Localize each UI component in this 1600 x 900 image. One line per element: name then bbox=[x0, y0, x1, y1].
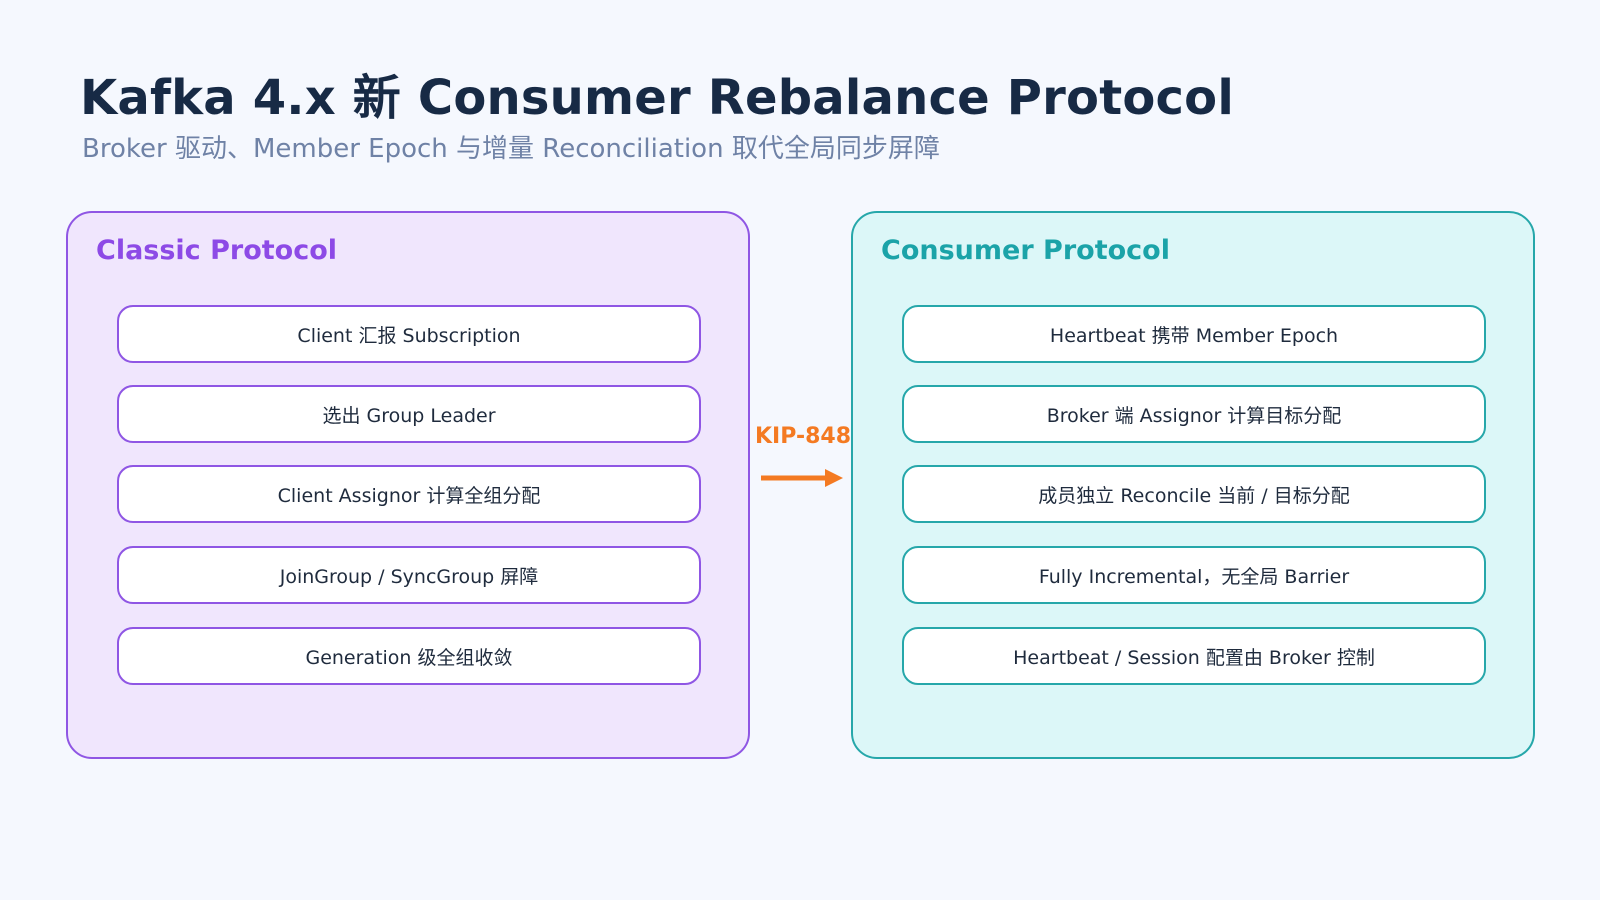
classic-step-3: Client Assignor 计算全组分配 bbox=[117, 465, 701, 523]
classic-protocol-panel: Classic Protocol Client 汇报 Subscription … bbox=[66, 211, 750, 759]
classic-step-5: Generation 级全组收敛 bbox=[117, 627, 701, 685]
arrow-right-icon bbox=[761, 469, 843, 487]
kip-848-connector: KIP-848 bbox=[755, 424, 852, 494]
consumer-step-3: 成员独立 Reconcile 当前 / 目标分配 bbox=[902, 465, 1486, 523]
consumer-protocol-panel: Consumer Protocol Heartbeat 携带 Member Ep… bbox=[851, 211, 1535, 759]
consumer-step-4: Fully Incremental，无全局 Barrier bbox=[902, 546, 1486, 604]
consumer-step-2: Broker 端 Assignor 计算目标分配 bbox=[902, 385, 1486, 443]
kip-848-label: KIP-848 bbox=[755, 424, 852, 449]
classic-step-4: JoinGroup / SyncGroup 屏障 bbox=[117, 546, 701, 604]
consumer-protocol-title: Consumer Protocol bbox=[881, 235, 1170, 266]
page-subtitle: Broker 驱动、Member Epoch 与增量 Reconciliatio… bbox=[82, 134, 940, 164]
classic-protocol-title: Classic Protocol bbox=[96, 235, 338, 266]
page-title: Kafka 4.x 新 Consumer Rebalance Protocol bbox=[80, 70, 1235, 126]
classic-step-1: Client 汇报 Subscription bbox=[117, 305, 701, 363]
consumer-step-5: Heartbeat / Session 配置由 Broker 控制 bbox=[902, 627, 1486, 685]
consumer-step-1: Heartbeat 携带 Member Epoch bbox=[902, 305, 1486, 363]
classic-step-2: 选出 Group Leader bbox=[117, 385, 701, 443]
